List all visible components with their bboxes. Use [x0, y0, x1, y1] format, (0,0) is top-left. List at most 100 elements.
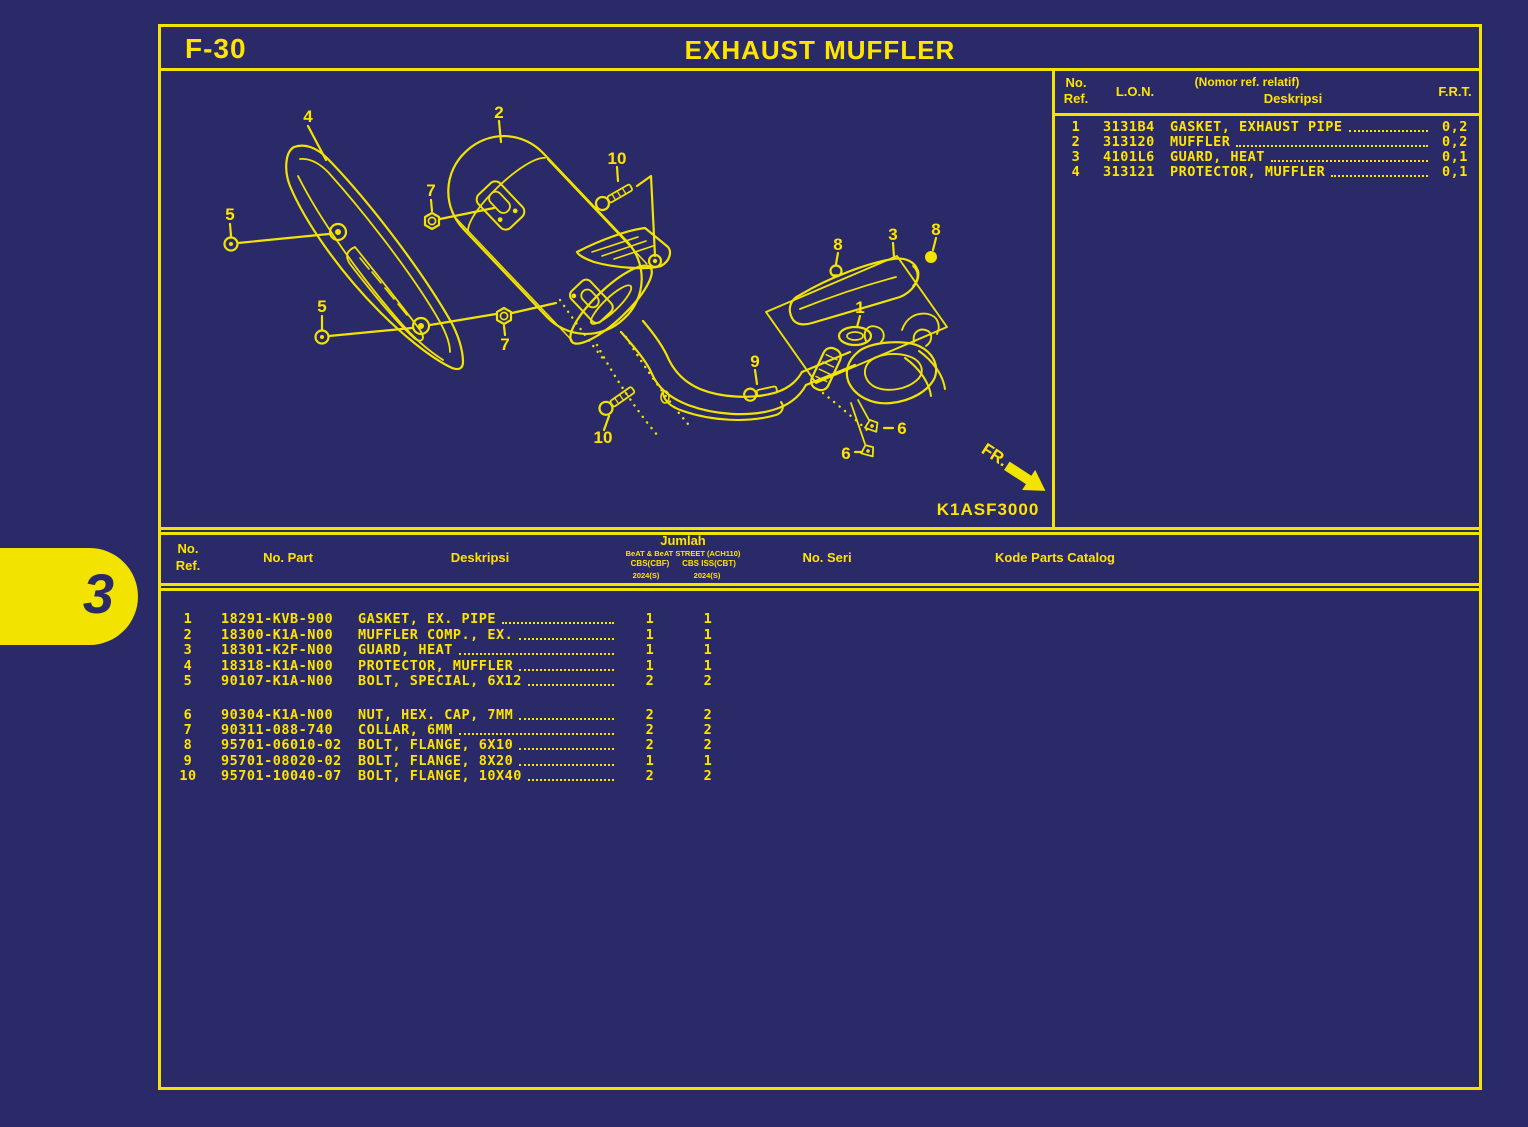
part-number: 95701-10040-07	[221, 768, 342, 784]
part-ref: 2	[183, 627, 193, 643]
ref-lon: 313120	[1103, 134, 1155, 150]
table-row: 10 95701-10040-07 BOLT, FLANGE, 10X40 2 …	[161, 769, 1479, 785]
ref-no: 4	[1071, 164, 1081, 180]
part-desc: BOLT, SPECIAL, 6X12	[358, 674, 616, 689]
part-ref: 3	[183, 642, 193, 658]
qty-cbs-iss: 2	[703, 737, 713, 753]
qty-cbs-iss: 2	[703, 673, 713, 689]
dot-leader	[519, 748, 614, 750]
ref-lon: 313121	[1103, 164, 1155, 180]
dot-leader	[527, 684, 614, 686]
qty-cbs: 2	[645, 707, 655, 723]
ref-header-divider	[1052, 113, 1479, 116]
part-desc: GUARD, HEAT	[358, 643, 616, 658]
callout-label: 5	[317, 297, 326, 316]
callout-label: 7	[500, 335, 509, 354]
qty-cbs: 1	[645, 627, 655, 643]
dot-leader	[519, 669, 614, 671]
diagram-code: K1ASF3000	[937, 500, 1040, 519]
title-divider	[161, 68, 1479, 71]
part-desc: BOLT, FLANGE, 8X20	[358, 754, 616, 769]
table-row: 2 18300-K1A-N00 MUFFLER COMP., EX. 1 1	[161, 628, 1479, 644]
ref-no: 2	[1071, 134, 1081, 150]
section-tab-3[interactable]: 3	[0, 548, 138, 645]
ref-frt: 0,1	[1442, 149, 1468, 165]
callout-label: 6	[841, 444, 850, 463]
callout-label: 7	[426, 181, 435, 200]
qty-cbs-iss: 1	[703, 658, 713, 674]
part-ref: 4	[183, 658, 193, 674]
callout-label: 10	[608, 149, 627, 168]
callout-label: 5	[225, 205, 234, 224]
table-row: 2 313120 MUFFLER 0,2	[161, 135, 1479, 151]
table-row: 8 95701-06010-02 BOLT, FLANGE, 6X10 2 2	[161, 738, 1479, 754]
qty-cbs-iss: 2	[703, 707, 713, 723]
exploded-plane	[765, 255, 948, 384]
ref-col-no: No.	[1065, 75, 1087, 90]
dot-leader	[458, 733, 614, 735]
exhaust-port-flange	[845, 312, 940, 445]
part-desc: NUT, HEX. CAP, 7MM	[358, 708, 616, 723]
callout-label: 3	[888, 225, 897, 244]
ref-col-deskripsi: Deskripsi	[1263, 91, 1323, 106]
callout-label: 6	[897, 419, 906, 438]
qty-cbs: 2	[645, 768, 655, 784]
part-number: 95701-06010-02	[221, 737, 342, 753]
qty-cbs: 1	[645, 658, 655, 674]
part-number: 18300-K1A-N00	[221, 627, 334, 643]
part-desc: COLLAR, 6MM	[358, 723, 616, 738]
col-year-1: 2024(S)	[632, 571, 660, 580]
callout-label: 1	[855, 298, 864, 317]
fasteners-and-leaders	[223, 119, 938, 458]
col-variant-1: CBS(CBF)	[630, 559, 670, 568]
ref-frt: 0,1	[1442, 164, 1468, 180]
qty-cbs: 1	[645, 642, 655, 658]
table-row: 1 18291-KVB-900 GASKET, EX. PIPE 1 1	[161, 612, 1479, 628]
ref-no: 1	[1071, 119, 1081, 135]
dot-leader	[1331, 175, 1428, 177]
qty-cbs: 1	[645, 611, 655, 627]
part-ref: 5	[183, 673, 193, 689]
ref-col-ref: Ref.	[1063, 91, 1089, 106]
heat-guard-part	[788, 257, 920, 326]
qty-cbs-iss: 1	[703, 611, 713, 627]
col-year-2: 2024(S)	[693, 571, 721, 580]
dot-leader	[1348, 130, 1428, 132]
part-number: 90107-K1A-N00	[221, 673, 334, 689]
vertical-divider	[1052, 68, 1055, 530]
dot-leader	[519, 638, 614, 640]
page-code: F-30	[185, 33, 247, 64]
part-number: 18291-KVB-900	[221, 611, 334, 627]
ref-no: 3	[1071, 149, 1081, 165]
part-number: 90304-K1A-N00	[221, 707, 334, 723]
table-row: 4 18318-K1A-N00 PROTECTOR, MUFFLER 1 1	[161, 659, 1479, 675]
ref-desc: GUARD, HEAT	[1170, 150, 1430, 165]
ref-col-lon: L.O.N.	[1115, 84, 1155, 99]
table-row: 7 90311-088-740 COLLAR, 6MM 2 2	[161, 723, 1479, 739]
section-tab-label: 3	[82, 562, 114, 625]
table-row: 3 18301-K2F-N00 GUARD, HEAT 1 1	[161, 643, 1479, 659]
col-jumlah: Jumlah	[660, 533, 706, 548]
table-row: 3 4101L6 GUARD, HEAT 0,1	[161, 150, 1479, 166]
front-label: FR.	[978, 440, 1011, 471]
dot-leader	[502, 622, 614, 624]
table-row: 6 90304-K1A-N00 NUT, HEX. CAP, 7MM 2 2	[161, 708, 1479, 724]
part-ref: 1	[183, 611, 193, 627]
dot-leader	[1236, 145, 1428, 147]
front-direction-arrow: FR.	[978, 440, 1046, 491]
gasket-part	[837, 325, 873, 347]
ref-lon: 4101L6	[1103, 149, 1155, 165]
table-row: 9 95701-08020-02 BOLT, FLANGE, 8X20 1 1	[161, 754, 1479, 770]
callout-label: 9	[750, 352, 759, 371]
catalog-page: F-30 EXHAUST MUFFLER No. Ref. L.O.N. (No…	[158, 24, 1482, 1090]
col-no: No.	[177, 541, 199, 556]
qty-cbs-iss: 2	[703, 768, 713, 784]
callout-label: 8	[931, 220, 940, 239]
part-desc: BOLT, FLANGE, 10X40	[358, 769, 616, 784]
header-divider	[161, 588, 1479, 591]
qty-cbs: 2	[645, 722, 655, 738]
dot-leader	[527, 779, 614, 781]
muffler-body-part	[447, 134, 653, 345]
col-kode: Kode Parts Catalog	[995, 550, 1115, 565]
part-number: 18301-K2F-N00	[221, 642, 334, 658]
